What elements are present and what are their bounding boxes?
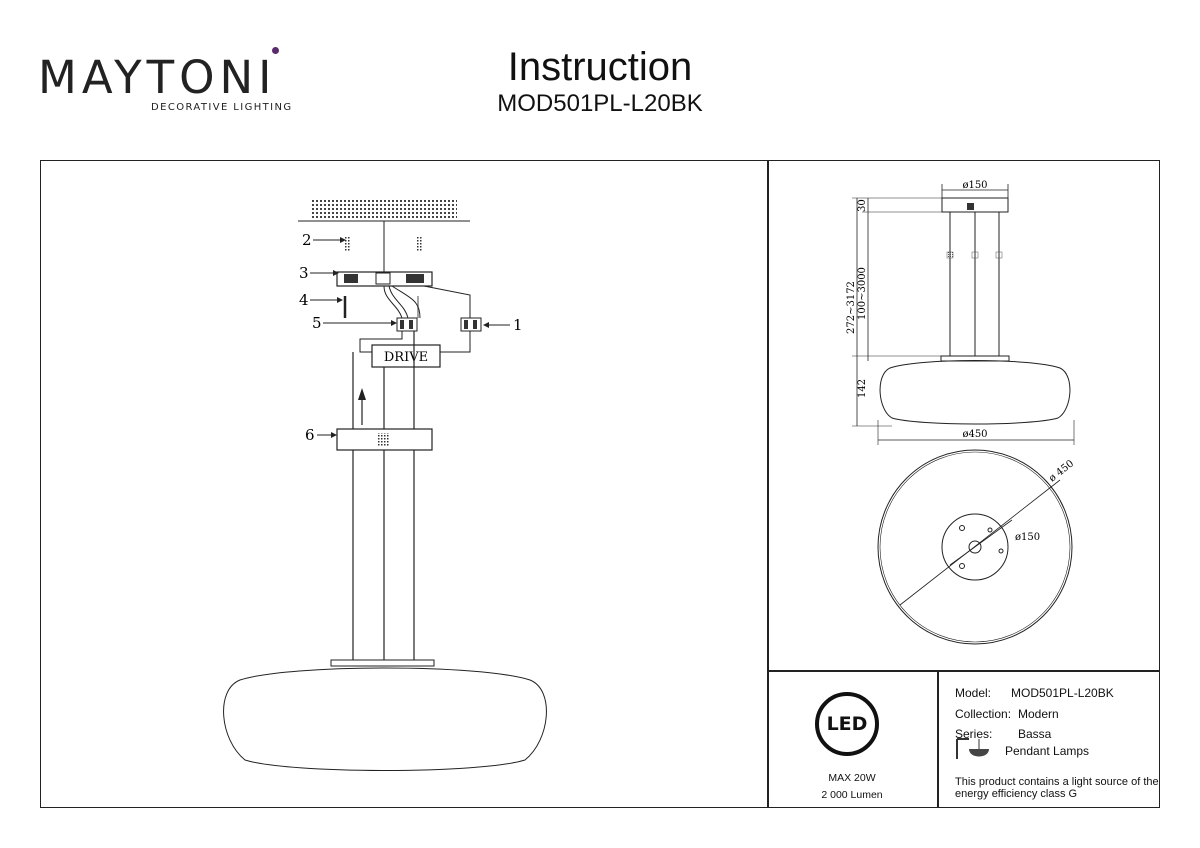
- brand-logo: MAYTONI DECORATIVE LIGHTING: [38, 51, 291, 114]
- info-model-label: Model:: [955, 686, 992, 700]
- dim-top-inner: ø150: [1015, 532, 1040, 543]
- frame-divider-horizontal: [767, 670, 1160, 672]
- callout-1: 1: [483, 316, 523, 334]
- frame-divider-vertical: [767, 160, 769, 808]
- brand-name: MAYTONI: [38, 51, 277, 104]
- lamp-shade: [223, 667, 547, 771]
- brand-dot-icon: [272, 47, 279, 54]
- dim-top-outer: ø 450: [1047, 458, 1076, 484]
- callout-2: 2: [302, 231, 346, 249]
- svg-text:6: 6: [305, 426, 315, 444]
- info-series-label: Series:: [955, 727, 993, 741]
- spec-power: MAX 20W: [828, 772, 876, 784]
- page-title: Instruction: [507, 45, 693, 89]
- svg-text:2: 2: [302, 231, 312, 249]
- led-badge: LED: [815, 692, 879, 756]
- svg-text:4: 4: [299, 291, 309, 309]
- dim-shade-diameter: ø450: [962, 429, 987, 440]
- callout-3: 3: [299, 264, 339, 282]
- page-model-code: MOD501PL-L20BK: [497, 90, 703, 117]
- spec-lumen: 2 000 Lumen: [821, 789, 883, 801]
- led-badge-text: LED: [826, 713, 868, 735]
- callout-4: 4: [299, 291, 343, 309]
- dim-canopy-height: 30: [857, 199, 868, 212]
- dim-canopy-diameter: ø150: [962, 180, 987, 191]
- info-series-value: Bassa: [1018, 727, 1052, 741]
- dim-cable-length: 100~3000: [857, 267, 868, 320]
- dimension-diagram: ø150 30 100~3000 272~3172 142 ø450 ø 450…: [846, 180, 1076, 645]
- svg-text:3: 3: [299, 264, 309, 282]
- dim-total-height: 272~3172: [846, 281, 857, 334]
- driver-box: [371, 344, 441, 368]
- svg-text:1: 1: [513, 316, 523, 334]
- energy-note-line-1: This product contains a light source of …: [955, 776, 1159, 788]
- info-collection-value: Modern: [1018, 707, 1059, 721]
- energy-note-line-2: energy efficiency class G: [955, 788, 1078, 800]
- info-model-value: MOD501PL-L20BK: [1011, 686, 1114, 700]
- callout-6: 6: [305, 426, 337, 444]
- svg-text:5: 5: [312, 314, 322, 332]
- callout-5: 5: [312, 314, 397, 332]
- driver-label: DRIVE: [384, 350, 428, 365]
- info-type: Pendant Lamps: [1005, 744, 1090, 758]
- pendant-lamp-icon: [956, 738, 989, 759]
- assembly-diagram: DRIVE 2 3 4 5 1 6: [223, 200, 547, 771]
- wall-plug-icon: [344, 236, 350, 252]
- spec-divider: [937, 670, 939, 808]
- brand-tagline: DECORATIVE LIGHTING: [151, 102, 293, 113]
- ceiling-plate: [311, 200, 457, 220]
- dim-shade-height: 142: [857, 379, 868, 398]
- drawing-frame: [40, 160, 1160, 808]
- wall-plug-icon: [417, 236, 423, 252]
- info-collection-label: Collection:: [955, 707, 1012, 721]
